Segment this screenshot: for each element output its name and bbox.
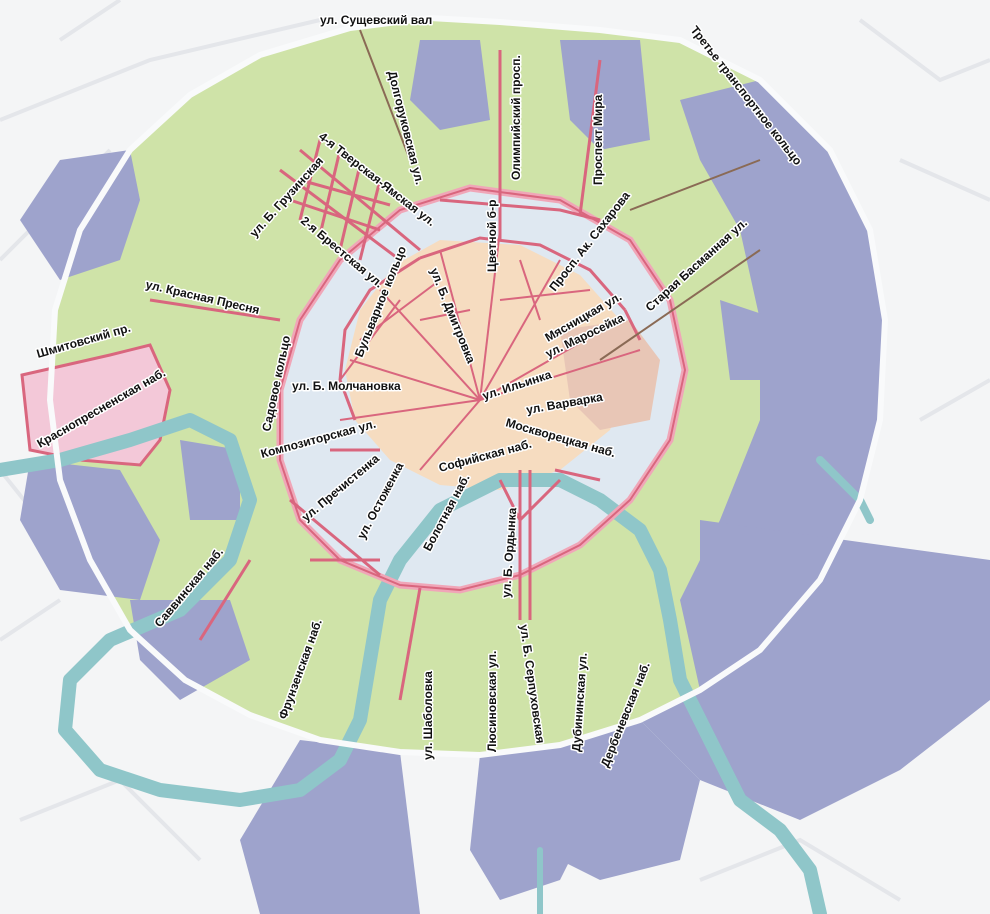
label-molchanovka: ул. Б. Молчановка <box>292 379 401 393</box>
center-streets <box>339 229 641 471</box>
tverskaya-grid-streets <box>279 139 421 262</box>
brown-roads <box>359 29 761 361</box>
label-sushchevsky-val: ул. Сущевский вал <box>320 13 432 27</box>
label-olimpiysky: Олимпийский просп. <box>509 55 523 180</box>
garden-ring-road-outline <box>279 186 687 592</box>
industrial-zones <box>20 40 990 914</box>
third-transport-ring <box>46 14 889 759</box>
radial-avenues <box>149 50 602 701</box>
center-area <box>345 240 630 490</box>
label-lyusinovskaya: Люсиновская ул. <box>485 651 499 752</box>
label-shabolovka: ул. Шаболовка <box>421 671 435 760</box>
kitay-gorod-area <box>560 320 660 430</box>
label-tsvetnoy: Цветной б-р <box>485 200 499 272</box>
moskva-river <box>0 413 874 914</box>
label-prospekt-mira: Проспект Мира <box>591 94 605 185</box>
